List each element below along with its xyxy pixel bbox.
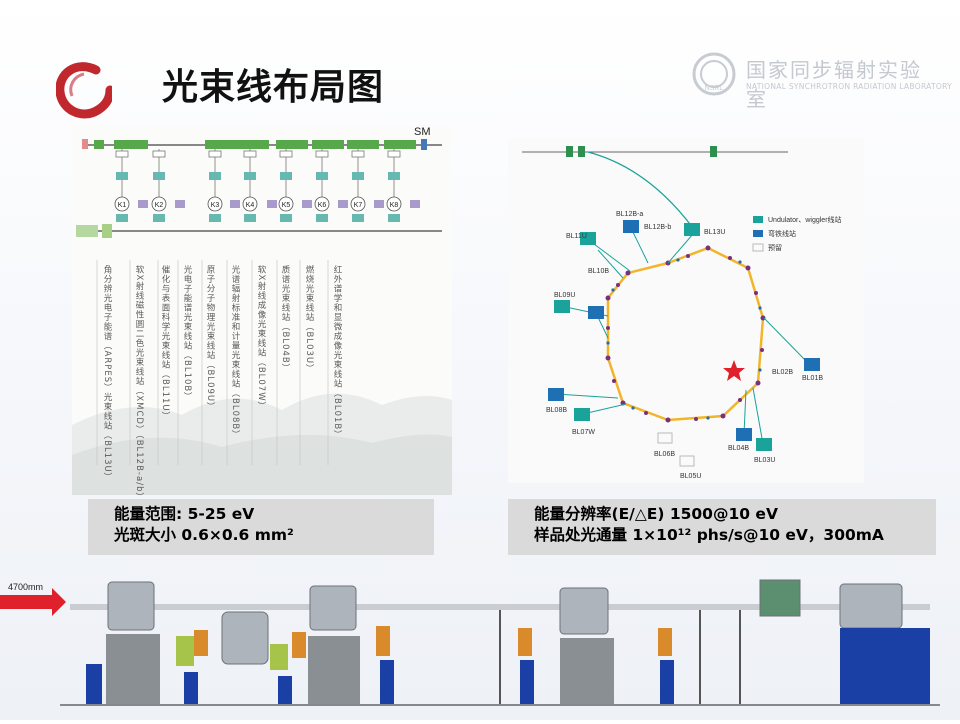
k5-label: K5	[282, 202, 291, 209]
label-bl01b: BL01B	[802, 375, 823, 382]
label-bl07w: BL07W	[572, 429, 595, 436]
label-bl02b: BL02B	[772, 369, 793, 376]
beamline-text-3: 催化与表面科学光束线站（BL11U）	[160, 265, 170, 422]
storage-ring-panel: Undulator、wiggler线站 弯铁线站 预留 BL12B-a BL12…	[508, 138, 864, 483]
beamline-text-1: 角分辨光电子能谱（ARPES）光束线站（BL13U）	[102, 265, 112, 483]
k8-label: K8	[390, 202, 399, 209]
info-box-right: 能量分辨率(E/△E) 1500@10 eV 样品处光通量 1×10¹² phs…	[508, 499, 936, 555]
sm-label: SM	[414, 126, 431, 138]
logo-ring-icon	[56, 62, 112, 119]
label-bl12b-b: BL12B-b	[644, 224, 671, 231]
beamline-text-7: 软X射线成像光束线站（BL07W）	[256, 265, 266, 412]
beamline-equipment-illustration: 4700mm	[0, 560, 960, 720]
legend-bend: 弯铁线站	[768, 229, 796, 238]
beamline-text-5: 原子分子物理光束线站（BL09U）	[205, 265, 215, 412]
energy-resolution-text: 能量分辨率(E/△E) 1500@10 eV	[534, 505, 778, 523]
lab-name-cn: 国家同步辐射实验室	[746, 58, 922, 111]
label-bl06b: BL06B	[654, 451, 675, 458]
label-bl11u: BL11U	[566, 233, 587, 240]
label-bl05u: BL05U	[680, 473, 701, 480]
label-bl12b-a: BL12B-a	[616, 211, 643, 218]
k6-label: K6	[318, 202, 327, 209]
label-bl10b: BL10B	[588, 268, 609, 275]
label-bl04b: BL04B	[728, 445, 749, 452]
photon-flux-text: 样品处光通量 1×10¹² phs/s@10 eV，300mA	[534, 526, 884, 544]
legend-undulator: Undulator、wiggler线站	[768, 215, 842, 224]
info-box-left: 能量范围: 5-25 eV 光斑大小 0.6×0.6 mm²	[88, 499, 434, 555]
label-bl03u: BL03U	[754, 457, 775, 464]
label-bl09u: BL09U	[554, 292, 575, 299]
beamline-text-8: 质谱光束线站（BL04B）	[280, 265, 290, 374]
k3-label: K3	[211, 202, 220, 209]
lab-name-en: NATIONAL SYNCHROTRON RADIATION LABORATOR…	[746, 82, 953, 91]
beamline-schematic-panel: SM	[72, 125, 452, 502]
label-bl08b: BL08B	[546, 407, 567, 414]
nsrl-emblem-icon: NSRL	[692, 52, 736, 96]
spot-size-text: 光斑大小 0.6×0.6 mm²	[114, 526, 294, 544]
k7-label: K7	[354, 202, 363, 209]
k2-label: K2	[155, 202, 164, 209]
k4-label: K4	[246, 202, 255, 209]
energy-range-text: 能量范围: 5-25 eV	[114, 505, 255, 523]
distance-label: 4700mm	[8, 582, 43, 592]
beamline-text-9: 燃烧光束线站（BL03U）	[304, 265, 314, 374]
beamline-text-10: 红外谱学和显微成像光束线站（BL01B）	[332, 265, 342, 440]
k1-label: K1	[118, 202, 127, 209]
svg-text:NSRL: NSRL	[705, 85, 724, 92]
beamline-text-4: 光电子能谱光束线站（BL10B）	[182, 265, 192, 402]
lab-logo: NSRL 国家同步辐射实验室 NATIONAL SYNCHROTRON RADI…	[690, 50, 952, 111]
beamline-text-2: 软X射线磁性圆二色光束线站（XMCD）（BL12B-a/b）	[134, 265, 144, 502]
label-bl13u: BL13U	[704, 229, 725, 236]
beamline-text-6: 光谱辐射标准和计量光束线站（BL08B）	[230, 265, 240, 440]
beam-arrow-icon	[0, 588, 66, 616]
page-title: 光束线布局图	[162, 67, 385, 108]
star-marker-icon	[723, 360, 745, 381]
beamline-schematic: SM	[72, 126, 452, 495]
storage-ring-diagram: Undulator、wiggler线站 弯铁线站 预留 BL12B-a BL12…	[522, 146, 842, 480]
legend-reserved: 预留	[768, 243, 782, 252]
